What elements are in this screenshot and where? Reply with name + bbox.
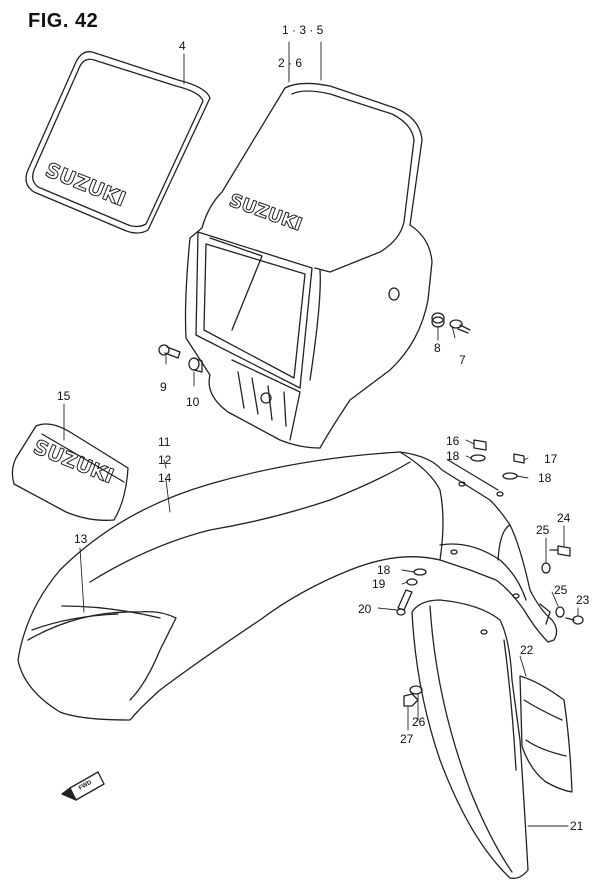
bolt-part-23 — [565, 615, 584, 625]
callout-22: 22 — [520, 643, 534, 657]
callout-10: 10 — [186, 395, 200, 409]
figure-title: FIG. 42 — [28, 10, 99, 32]
washer-part-19 — [406, 578, 418, 586]
screw-part-7 — [449, 319, 471, 334]
callout-4: 4 — [179, 39, 186, 53]
washer-part-26 — [409, 685, 423, 695]
housing-logo: SUZUKI — [226, 190, 305, 236]
screw-part-9 — [158, 344, 181, 359]
bolt-part-24 — [549, 545, 571, 557]
callout-18-upper-left: 18 — [446, 449, 460, 463]
fender-extension-part-21 — [411, 599, 529, 879]
callout-11: 11 — [158, 435, 171, 449]
callout-25-lower: 25 — [554, 583, 568, 597]
nut-part-27 — [403, 693, 419, 707]
callout-18-lower: 18 — [377, 563, 391, 577]
front-fender-part-14 — [17, 451, 558, 721]
nut-part-17 — [513, 453, 525, 464]
callout-27: 27 — [400, 732, 414, 746]
grommet-part-8 — [431, 312, 445, 328]
callout-17: 17 — [544, 452, 558, 466]
nut-part-25 — [541, 562, 565, 618]
callout-21: 21 — [570, 819, 584, 833]
fwd-arrow-icon: FWD — [61, 771, 105, 801]
callout-9: 9 — [160, 380, 167, 394]
number-plate-logo: SUZUKI — [42, 157, 129, 211]
callout-16: 16 — [446, 434, 460, 448]
washer-part-18-lower — [413, 568, 427, 576]
callout-2-6: 2 · 6 — [278, 56, 303, 70]
callout-19: 19 — [372, 577, 386, 591]
bolt-part-20 — [396, 589, 413, 616]
callout-24: 24 — [557, 511, 571, 525]
callout-15: 15 — [57, 389, 71, 403]
headlight-housing-part-1: SUZUKI — [184, 82, 433, 449]
callout-12: 12 — [158, 453, 172, 467]
callout-1-3-5: 1 · 3 · 5 — [282, 23, 324, 37]
callout-18-upper-right: 18 — [538, 471, 552, 485]
callout-26: 26 — [412, 715, 426, 729]
fender-emblem-part-15: SUZUKI — [11, 423, 129, 521]
callout-25-upper: 25 — [536, 523, 550, 537]
nut-part-16 — [473, 439, 487, 451]
callout-13: 13 — [74, 532, 88, 546]
callout-8: 8 — [434, 341, 441, 355]
collar-part-10 — [188, 357, 203, 373]
emblem-logo: SUZUKI — [30, 434, 117, 488]
callout-7: 7 — [459, 353, 466, 367]
callout-14: 14 — [158, 471, 172, 485]
callout-20: 20 — [358, 602, 372, 616]
callout-23: 23 — [576, 593, 590, 607]
number-plate-part-4: SUZUKI — [25, 51, 211, 234]
washer-part-18-upper — [470, 454, 518, 480]
mud-flap-part-22 — [519, 675, 573, 793]
leader-lines — [63, 41, 579, 827]
